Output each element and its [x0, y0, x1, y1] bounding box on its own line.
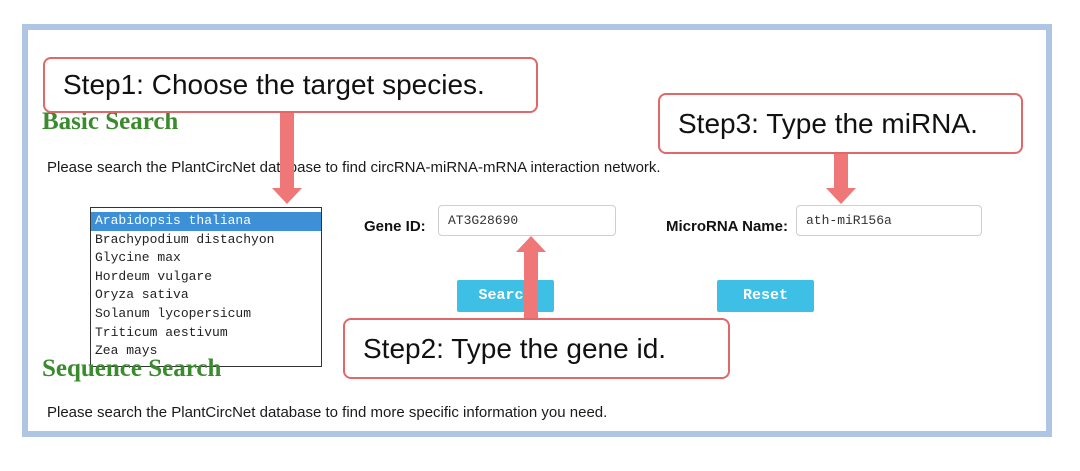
step1-arrow-icon — [272, 113, 302, 204]
species-listbox[interactable]: Arabidopsis thaliana Brachypodium distac… — [90, 207, 322, 367]
step2-arrow-icon — [516, 236, 546, 322]
sequence-search-heading: Sequence Search — [42, 355, 222, 382]
search-button[interactable]: Search — [457, 280, 554, 312]
basic-search-description: Please search the PlantCircNet database … — [47, 159, 661, 176]
step2-callout: Step2: Type the gene id. — [343, 318, 730, 379]
species-option[interactable]: Triticum aestivum — [95, 324, 228, 340]
gene-id-input[interactable]: AT3G28690 — [438, 205, 616, 236]
sequence-search-description: Please search the PlantCircNet database … — [47, 404, 608, 421]
microrna-name-input[interactable]: ath-miR156a — [796, 205, 982, 236]
step3-callout: Step3: Type the miRNA. — [658, 93, 1023, 154]
microrna-name-label: MicroRNA Name: — [666, 218, 788, 235]
step1-callout: Step1: Choose the target species. — [43, 57, 538, 113]
species-option[interactable]: Glycine max — [95, 250, 181, 266]
species-option[interactable]: Arabidopsis thaliana — [91, 212, 321, 231]
step3-arrow-icon — [826, 153, 856, 204]
species-option[interactable]: Oryza sativa — [95, 287, 189, 303]
species-option[interactable]: Zea mays — [95, 343, 158, 359]
species-option[interactable]: Solanum lycopersicum — [95, 305, 252, 321]
species-option[interactable]: Hordeum vulgare — [95, 268, 213, 284]
reset-button[interactable]: Reset — [717, 280, 814, 312]
gene-id-label: Gene ID: — [364, 218, 426, 235]
species-option[interactable]: Brachypodium distachyon — [95, 231, 275, 247]
